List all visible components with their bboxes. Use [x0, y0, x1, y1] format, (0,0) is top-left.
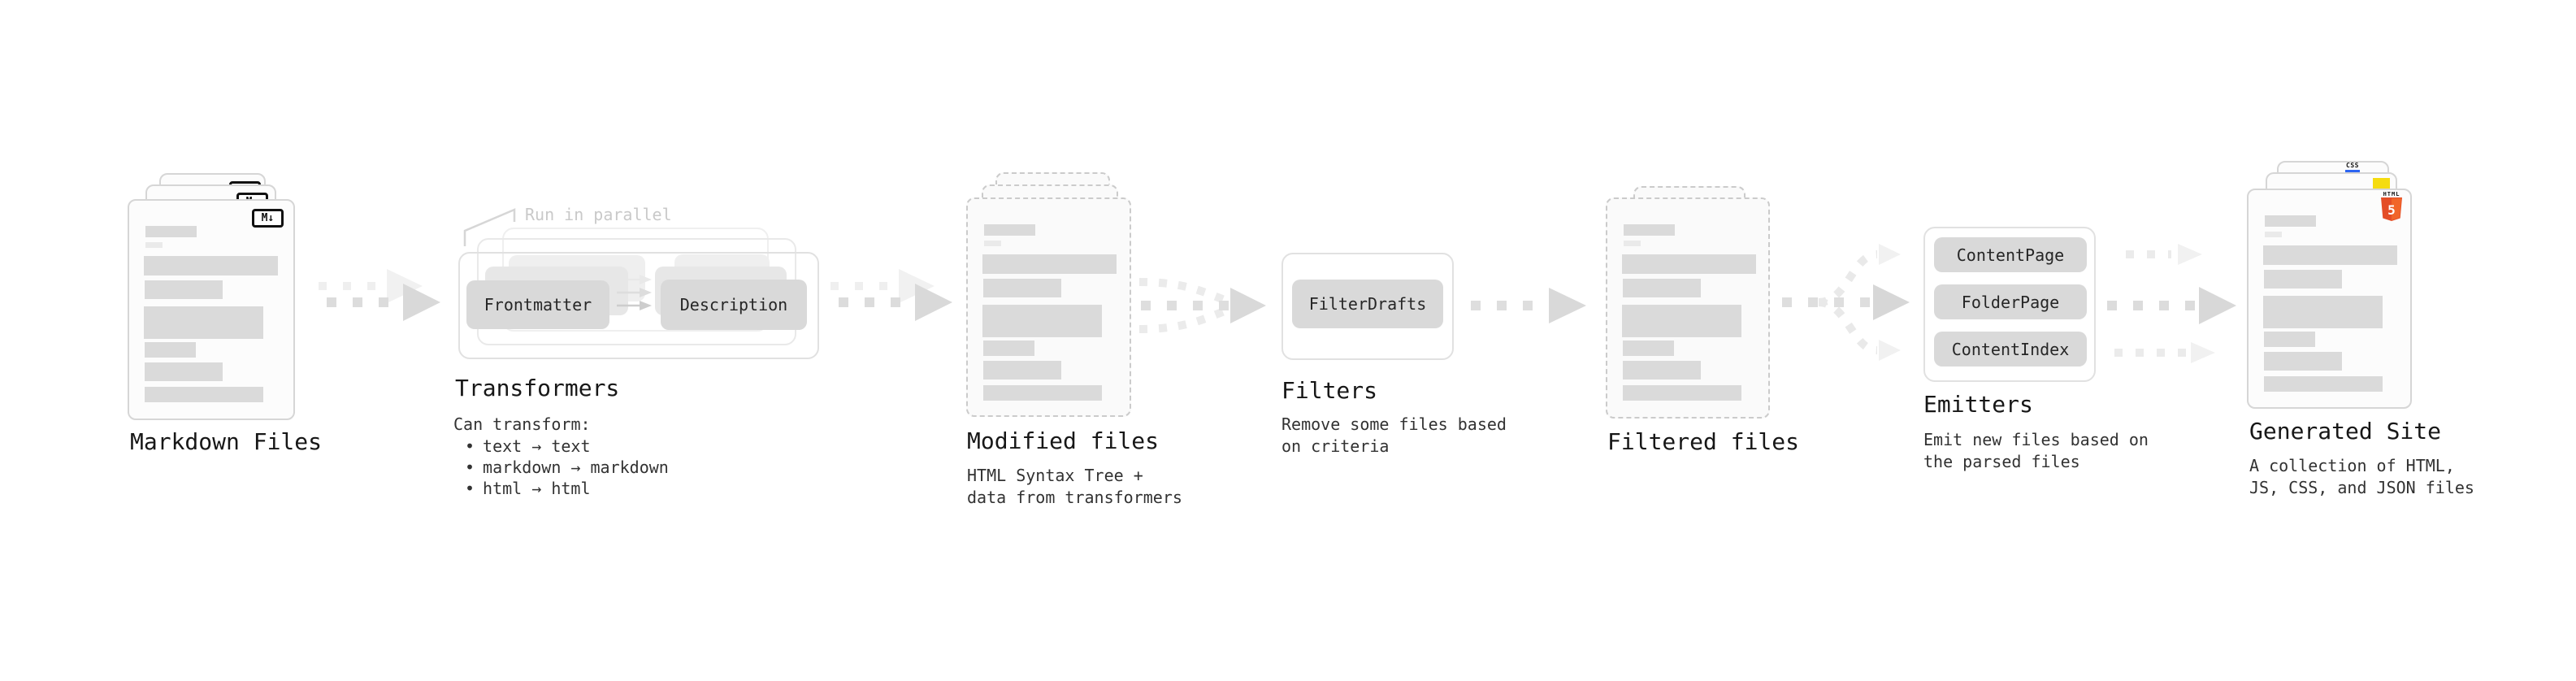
doc-text-bar [2263, 245, 2397, 265]
filters-description: Remove some files based on criteria [1281, 414, 1507, 458]
run-in-parallel-note: Run in parallel [525, 205, 672, 224]
markdown-icon: M↓ [252, 209, 284, 228]
flow-arrow-transformers-to-modified [830, 269, 952, 321]
description-line: A collection of HTML, [2249, 456, 2455, 475]
doc-text-bar [144, 256, 278, 275]
markdown-icon-label: M↓ [261, 212, 275, 224]
modified-files-description: HTML Syntax Tree + data from transformer… [967, 465, 1182, 509]
bullet-text: html → html [483, 479, 591, 498]
html5-icon: HTML 5 [2381, 191, 2402, 224]
description-line: Remove some files based [1281, 414, 1507, 434]
bullet-dot: • [465, 458, 475, 477]
doc-text-bar [2264, 332, 2315, 347]
markdown-file-card-front: M↓ [128, 199, 295, 420]
doc-text-bar [2263, 296, 2383, 328]
flow-arrow-emitters-to-generated [2107, 244, 2236, 363]
flow-arrow-modified-to-filters [1138, 278, 1266, 333]
emitter-node-contentindex: ContentIndex [1934, 332, 2087, 367]
transformers-description-title: Can transform: [453, 414, 591, 434]
emitter-node-contentpage: ContentPage [1934, 237, 2087, 272]
generated-site-description: A collection of HTML, JS, CSS, and JSON … [2249, 455, 2474, 499]
svg-text:5: 5 [2387, 202, 2396, 218]
doc-text-bar [1624, 224, 1675, 236]
flow-arrow-filtered-to-emitters [1782, 244, 1910, 361]
doc-text-bar [1624, 241, 1641, 246]
doc-text-bar [1622, 305, 1741, 337]
css-icon-label: CSS [2346, 162, 2359, 169]
transformer-node-frontmatter: Frontmatter [466, 280, 609, 329]
flow-arrow-markdown-to-transformers [319, 269, 440, 321]
emitter-node-folderpage: FolderPage [1934, 284, 2087, 319]
doc-text-bar [984, 224, 1035, 236]
doc-text-bar [982, 305, 1102, 337]
doc-text-bar [983, 361, 1061, 380]
description-line: JS, CSS, and JSON files [2249, 478, 2474, 497]
doc-text-bar [1623, 279, 1701, 297]
bullet-dot: • [465, 436, 475, 456]
filters-label: Filters [1281, 377, 1378, 404]
doc-text-bar [1623, 340, 1674, 356]
doc-text-bar [983, 385, 1102, 401]
callout-leader-line [463, 208, 516, 246]
transform-bullet-item: • markdown → markdown [465, 458, 669, 477]
transform-arrow-icon [617, 301, 652, 310]
transformers-label: Transformers [455, 375, 620, 401]
filtered-files-label: Filtered files [1607, 428, 1800, 455]
doc-text-bar [145, 226, 197, 237]
generated-file-card-front [2247, 189, 2412, 409]
description-line: the parsed files [1923, 452, 2080, 471]
generated-site-label: Generated Site [2249, 418, 2442, 445]
doc-text-bar [145, 362, 223, 381]
doc-text-bar [983, 340, 1034, 356]
transform-bullet-item: • text → text [465, 436, 591, 456]
doc-text-bar [145, 242, 163, 248]
doc-text-bar [145, 387, 263, 402]
html5-icon-word: HTML [2383, 191, 2400, 197]
description-line: on criteria [1281, 436, 1390, 456]
doc-text-bar [2265, 215, 2316, 227]
modified-file-card-front [966, 197, 1131, 417]
doc-text-bar [984, 241, 1001, 246]
html5-shield: 5 [2381, 197, 2402, 221]
doc-text-bar [1622, 254, 1756, 274]
emitters-label: Emitters [1923, 391, 2033, 418]
transform-bullet-item: • html → html [465, 479, 591, 498]
transformer-container-front [458, 252, 819, 359]
transformer-node-description: Description [661, 280, 807, 330]
doc-text-bar [1623, 361, 1701, 380]
description-line: HTML Syntax Tree + [967, 466, 1143, 485]
doc-text-bar [982, 254, 1117, 274]
css-icon-underline [2345, 170, 2360, 173]
flow-arrow-filters-to-filtered [1471, 288, 1586, 323]
bullet-text: markdown → markdown [483, 458, 669, 477]
bullet-dot: • [465, 479, 475, 498]
js-icon [2373, 178, 2390, 191]
doc-text-bar [2265, 232, 2282, 237]
emitters-description: Emit new files based on the parsed files [1923, 429, 2149, 473]
filter-node-filterdrafts: FilterDrafts [1292, 280, 1443, 328]
doc-text-bar [2264, 270, 2342, 288]
doc-text-bar [145, 280, 223, 299]
filtered-file-card-front [1606, 197, 1770, 419]
markdown-files-label: Markdown Files [130, 428, 323, 455]
doc-text-bar [144, 306, 263, 339]
description-line: data from transformers [967, 488, 1182, 507]
doc-text-bar [2264, 352, 2342, 371]
doc-text-bar [145, 342, 196, 358]
doc-text-bar [1623, 385, 1741, 401]
doc-text-bar [983, 279, 1061, 297]
css-icon: CSS [2344, 163, 2361, 173]
modified-files-label: Modified files [967, 427, 1160, 454]
description-line: Emit new files based on [1923, 430, 2149, 449]
transform-arrow-icon [617, 288, 652, 297]
doc-text-bar [2264, 376, 2383, 392]
bullet-text: text → text [483, 436, 591, 456]
